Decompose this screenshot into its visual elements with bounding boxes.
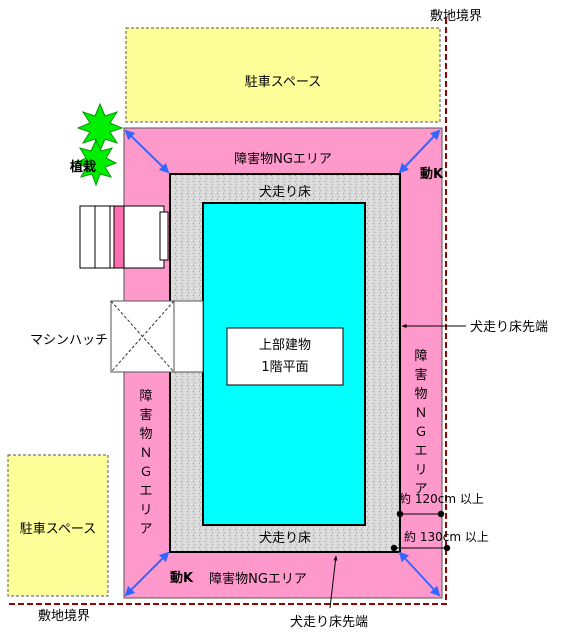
dogwalk-edge-bottom-label: 犬走り床先端 xyxy=(290,615,368,630)
parking-label-left: 駐車スペース xyxy=(20,522,96,537)
corner-arrow-top-right xyxy=(398,129,441,174)
dogwalk-label-top: 犬走り床 xyxy=(259,185,311,200)
ng-area-right-char: ア xyxy=(414,482,427,497)
ng-area-label-bottom: 障害物NGエリア xyxy=(209,571,307,587)
dimension-130cm-label: 約 130cm 以上 xyxy=(404,529,489,544)
ng-area-left-char: リ xyxy=(139,503,152,518)
entrance-steps xyxy=(79,205,169,269)
ng-area-left-char: 物 xyxy=(139,427,152,442)
ng-area-right-char: Ｎ xyxy=(414,406,427,421)
building-label-box xyxy=(226,327,344,386)
planting-label: 植栽 xyxy=(69,159,96,175)
ng-area-left-char: Ｎ xyxy=(139,446,152,461)
corner-arrow-bottom-left xyxy=(124,551,170,597)
dimension-120cm xyxy=(396,510,445,518)
ng-area-left-char: 障 xyxy=(139,389,152,404)
building-label-line2: 1階平面 xyxy=(261,360,308,375)
ng-area-right-char: 物 xyxy=(414,387,427,402)
building-label-line1: 上部建物 xyxy=(259,338,311,353)
ng-area-left-char: Ｇ xyxy=(139,465,152,480)
ng-area-label-right: 障害物ＮＧエリア xyxy=(414,349,427,497)
site-boundary-label-bottom: 敷地境界 xyxy=(38,609,90,624)
site-boundary-line xyxy=(8,18,447,605)
ng-area-left-char: エ xyxy=(139,484,152,499)
parking-space-top xyxy=(125,27,441,123)
ng-area-right-char: エ xyxy=(414,444,427,459)
ng-area-left-char: ア xyxy=(139,522,152,537)
planting-shrub-1 xyxy=(76,102,124,153)
ng-area-label-left: 障害物ＮＧエリア xyxy=(139,389,152,537)
ng-area-right-char: Ｇ xyxy=(414,425,427,440)
ng-area-left-char: 害 xyxy=(139,407,152,423)
ng-area-label-top: 障害物NGエリア xyxy=(234,151,332,167)
motion-label-top-right: 動K xyxy=(420,166,444,182)
machine-hatch-label: マシンハッチ xyxy=(30,333,108,348)
motion-label-bottom-left: 動K xyxy=(170,570,194,586)
parking-label-top: 駐車スペース xyxy=(245,75,321,90)
dogwalk-edge-bottom-pointer xyxy=(329,555,338,609)
dogwalk-edge-right-label: 犬走り床先端 xyxy=(470,320,548,335)
site-boundary-label-top: 敷地境界 xyxy=(430,9,482,24)
parking-space-left xyxy=(7,454,109,597)
machine-hatch xyxy=(110,300,204,373)
corner-arrow-bottom-right xyxy=(398,551,441,597)
dimension-120cm-label: 約 120cm 以上 xyxy=(399,491,484,506)
ng-area-right-char: 害 xyxy=(414,367,427,383)
dimension-130cm xyxy=(390,544,451,552)
dogwalk-label-bottom: 犬走り床 xyxy=(259,531,311,546)
ng-area-right-char: 障 xyxy=(414,349,427,364)
corner-arrow-top-left xyxy=(124,129,170,174)
planting-shrub-2 xyxy=(74,138,118,187)
ng-area-right-char: リ xyxy=(414,463,427,478)
